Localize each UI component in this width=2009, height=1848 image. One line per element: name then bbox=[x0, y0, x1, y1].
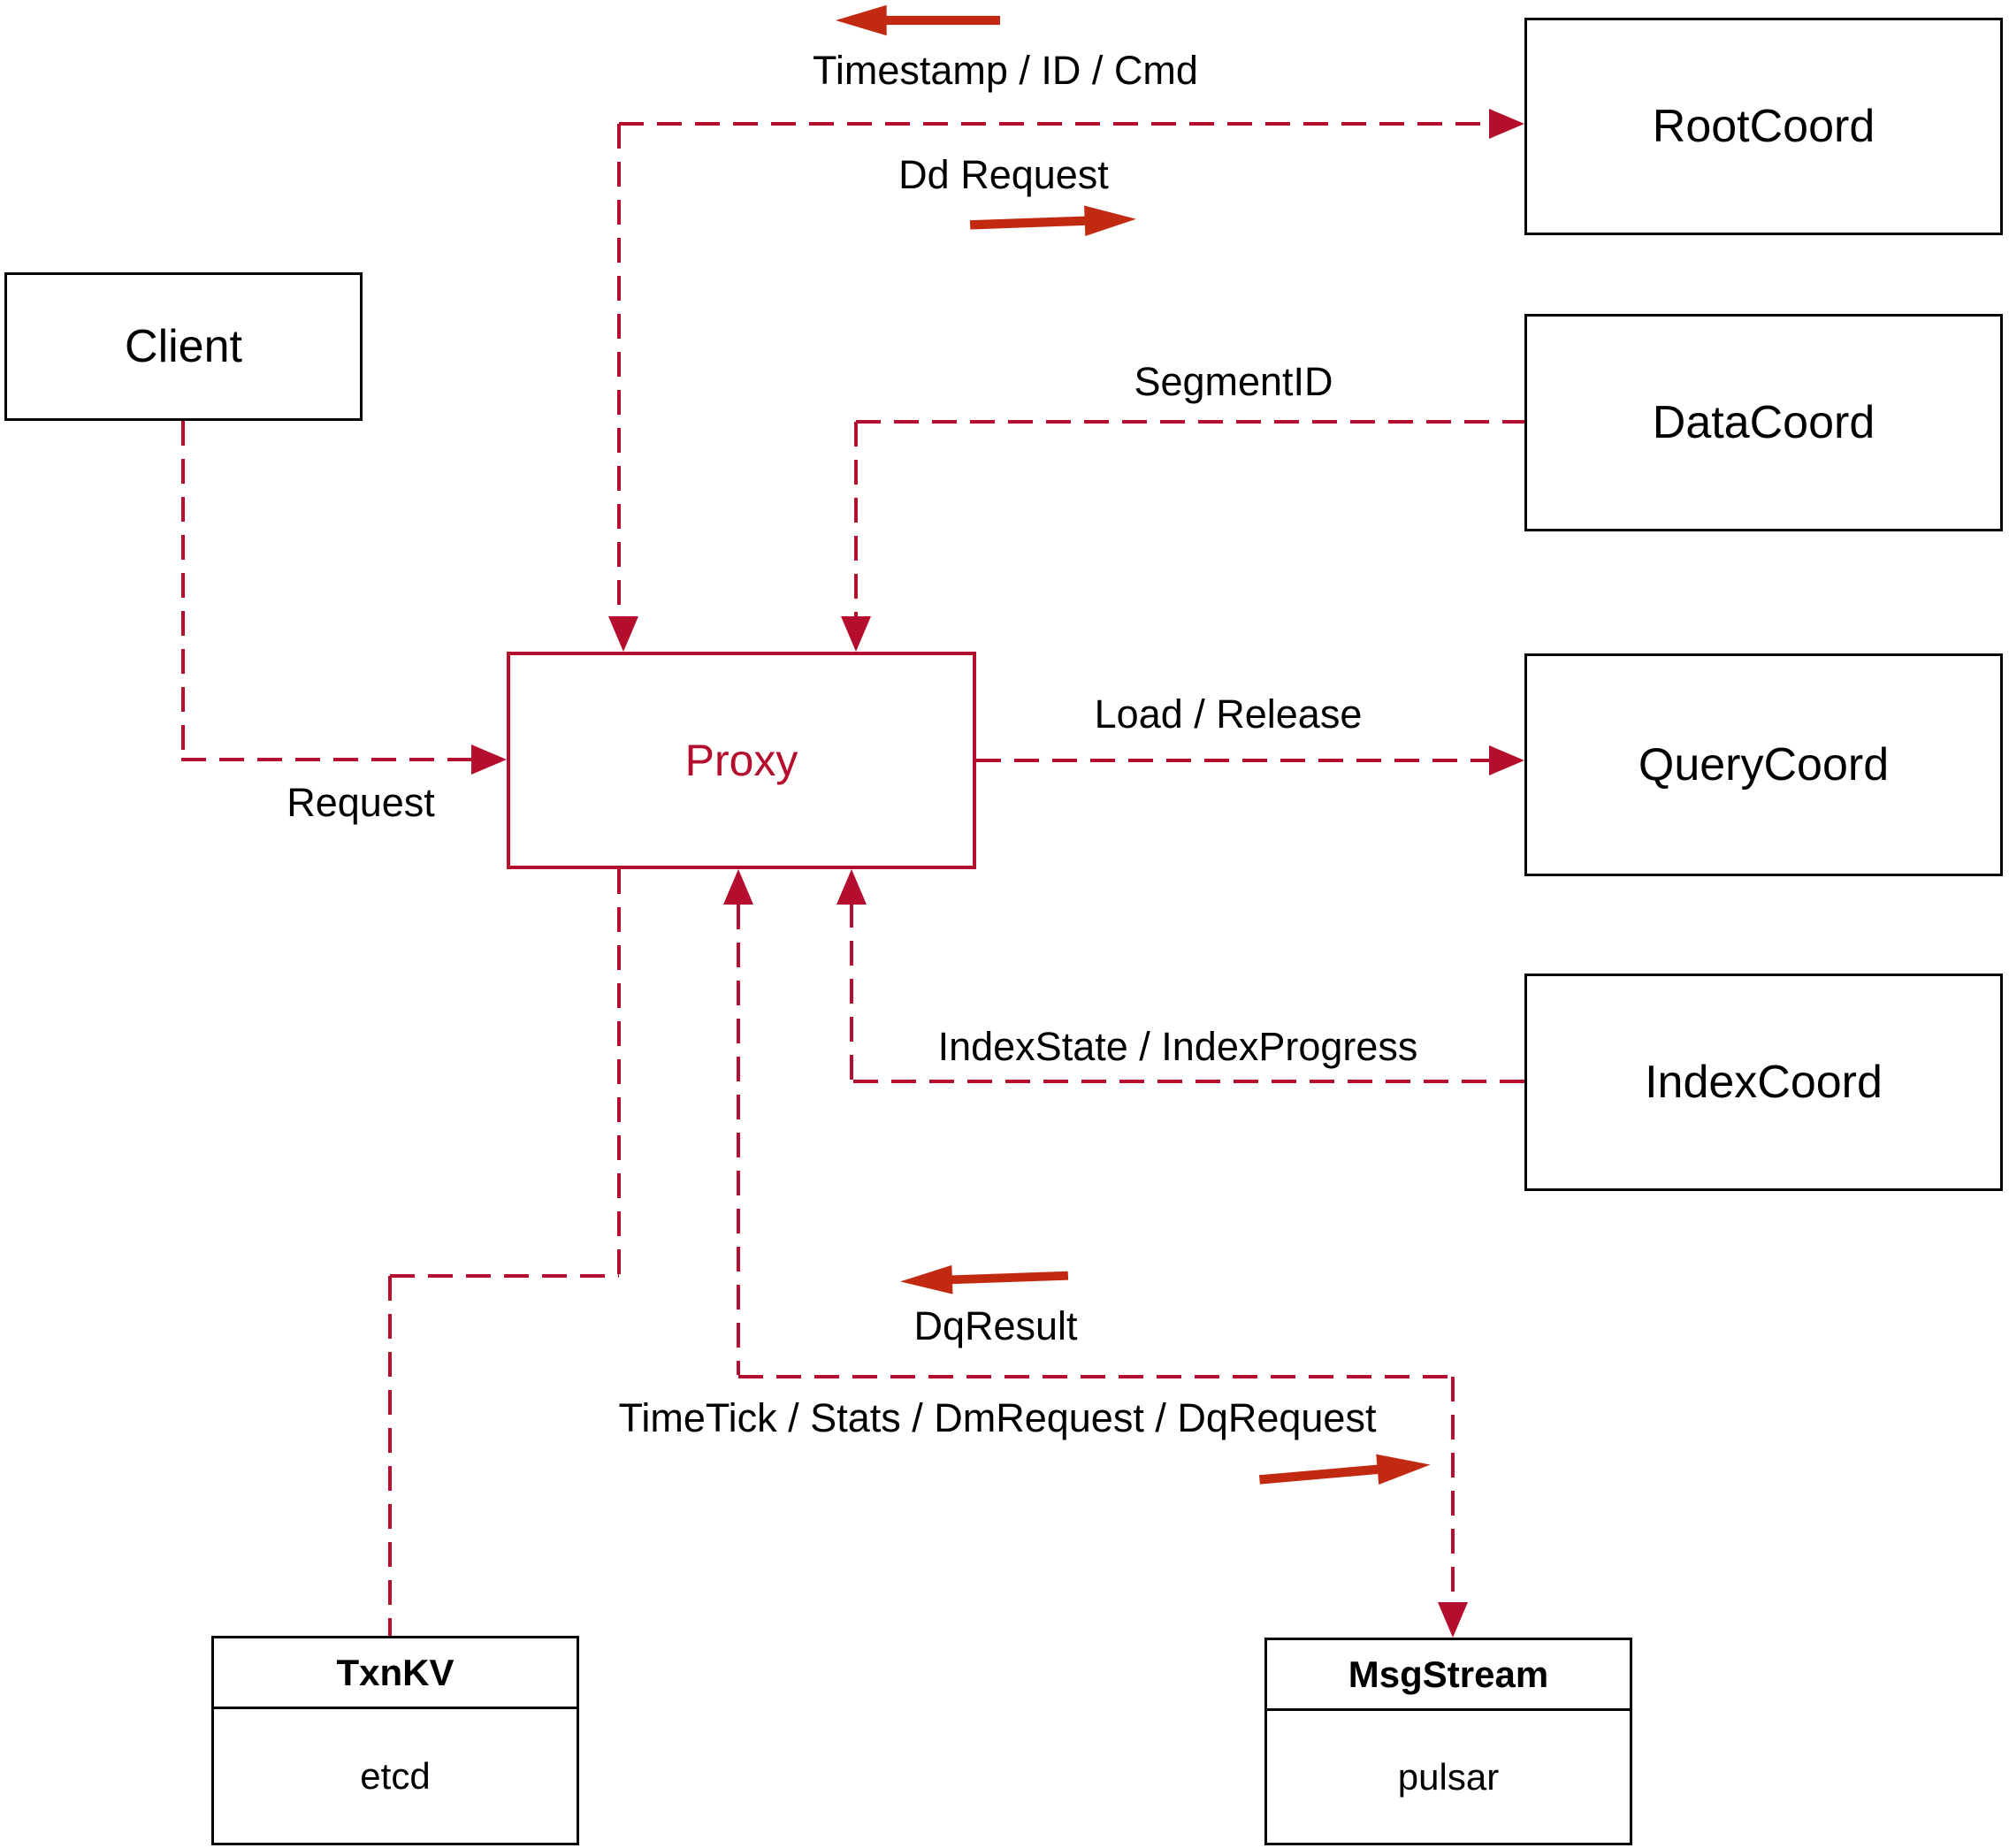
arrowhead-right-into-querycoord-icon bbox=[1489, 745, 1524, 775]
dashed-connector-proxy-rootcoord-vertical bbox=[617, 124, 621, 616]
node-client-label: Client bbox=[125, 321, 242, 372]
edge-label-timetick-stats-dmrequest-dqrequest: TimeTick / Stats / DmRequest / DqRequest bbox=[618, 1395, 1377, 1440]
solid-arrow-right-icon bbox=[1258, 1448, 1432, 1497]
node-querycoord: QueryCoord bbox=[1524, 653, 2003, 876]
edge-label-timestamp-id-cmd: Timestamp / ID / Cmd bbox=[813, 48, 1198, 93]
edge-label-segmentid: SegmentID bbox=[1134, 359, 1333, 404]
edge-label-request: Request bbox=[286, 780, 435, 825]
node-msgstream-title: MsgStream bbox=[1267, 1640, 1630, 1711]
solid-arrow-right-icon bbox=[969, 202, 1136, 242]
node-proxy: Proxy bbox=[507, 652, 976, 869]
dashed-connector-proxy-txnkv-vertical-upper bbox=[617, 869, 621, 1276]
arrowhead-up-into-proxy-icon bbox=[836, 869, 867, 905]
node-indexcoord: IndexCoord bbox=[1524, 974, 2003, 1191]
dashed-connector-client-proxy-horizontal bbox=[181, 758, 471, 761]
dashed-connector-proxy-msgstream-vertical-lower bbox=[1451, 1377, 1455, 1602]
arrowhead-up-into-proxy-icon bbox=[723, 869, 753, 905]
solid-arrow-left-icon bbox=[836, 4, 1000, 37]
arrowhead-right-into-rootcoord-icon bbox=[1489, 109, 1524, 139]
dashed-connector-proxy-querycoord bbox=[976, 759, 1489, 762]
dashed-connector-proxy-txnkv-horizontal bbox=[390, 1274, 619, 1278]
node-rootcoord-label: RootCoord bbox=[1652, 101, 1875, 152]
node-msgstream: MsgStream pulsar bbox=[1264, 1638, 1632, 1845]
dashed-connector-proxy-rootcoord-horizontal bbox=[619, 122, 1489, 126]
solid-arrow-left-icon bbox=[899, 1260, 1069, 1298]
node-indexcoord-label: IndexCoord bbox=[1645, 1057, 1883, 1108]
edge-label-indexstate-indexprogress: IndexState / IndexProgress bbox=[937, 1024, 1418, 1069]
arrowhead-down-into-msgstream-icon bbox=[1438, 1602, 1468, 1638]
arrowhead-down-into-proxy-icon bbox=[608, 616, 638, 652]
node-rootcoord: RootCoord bbox=[1524, 18, 2003, 235]
node-txnkv-title: TxnKV bbox=[214, 1638, 577, 1709]
node-txnkv-impl: etcd bbox=[360, 1754, 431, 1797]
dashed-connector-proxy-msgstream-horizontal bbox=[738, 1375, 1453, 1378]
dashed-connector-client-proxy-vertical bbox=[181, 421, 185, 760]
dashed-connector-indexcoord-proxy-vertical bbox=[850, 903, 853, 1081]
edge-label-dd-request: Dd Request bbox=[898, 152, 1109, 197]
dashed-connector-datacoord-proxy-vertical bbox=[854, 422, 858, 616]
dashed-connector-datacoord-proxy-horizontal bbox=[856, 420, 1524, 424]
edge-label-dqresult: DqResult bbox=[913, 1303, 1078, 1348]
arrowhead-right-into-proxy-icon bbox=[471, 745, 507, 775]
node-client: Client bbox=[4, 272, 363, 421]
node-proxy-label: Proxy bbox=[684, 736, 798, 785]
node-msgstream-impl: pulsar bbox=[1397, 1755, 1500, 1798]
edge-label-load-release: Load / Release bbox=[1094, 691, 1363, 737]
arrowhead-down-into-proxy-icon bbox=[841, 616, 871, 652]
dashed-connector-proxy-txnkv-vertical-lower bbox=[388, 1276, 392, 1636]
dashed-connector-indexcoord-proxy-horizontal bbox=[853, 1080, 1524, 1083]
node-datacoord-label: DataCoord bbox=[1652, 397, 1875, 448]
dashed-connector-proxy-msgstream-vertical-upper bbox=[737, 905, 740, 1375]
node-txnkv: TxnKV etcd bbox=[211, 1636, 579, 1845]
node-datacoord: DataCoord bbox=[1524, 314, 2003, 531]
node-querycoord-label: QueryCoord bbox=[1638, 739, 1890, 790]
